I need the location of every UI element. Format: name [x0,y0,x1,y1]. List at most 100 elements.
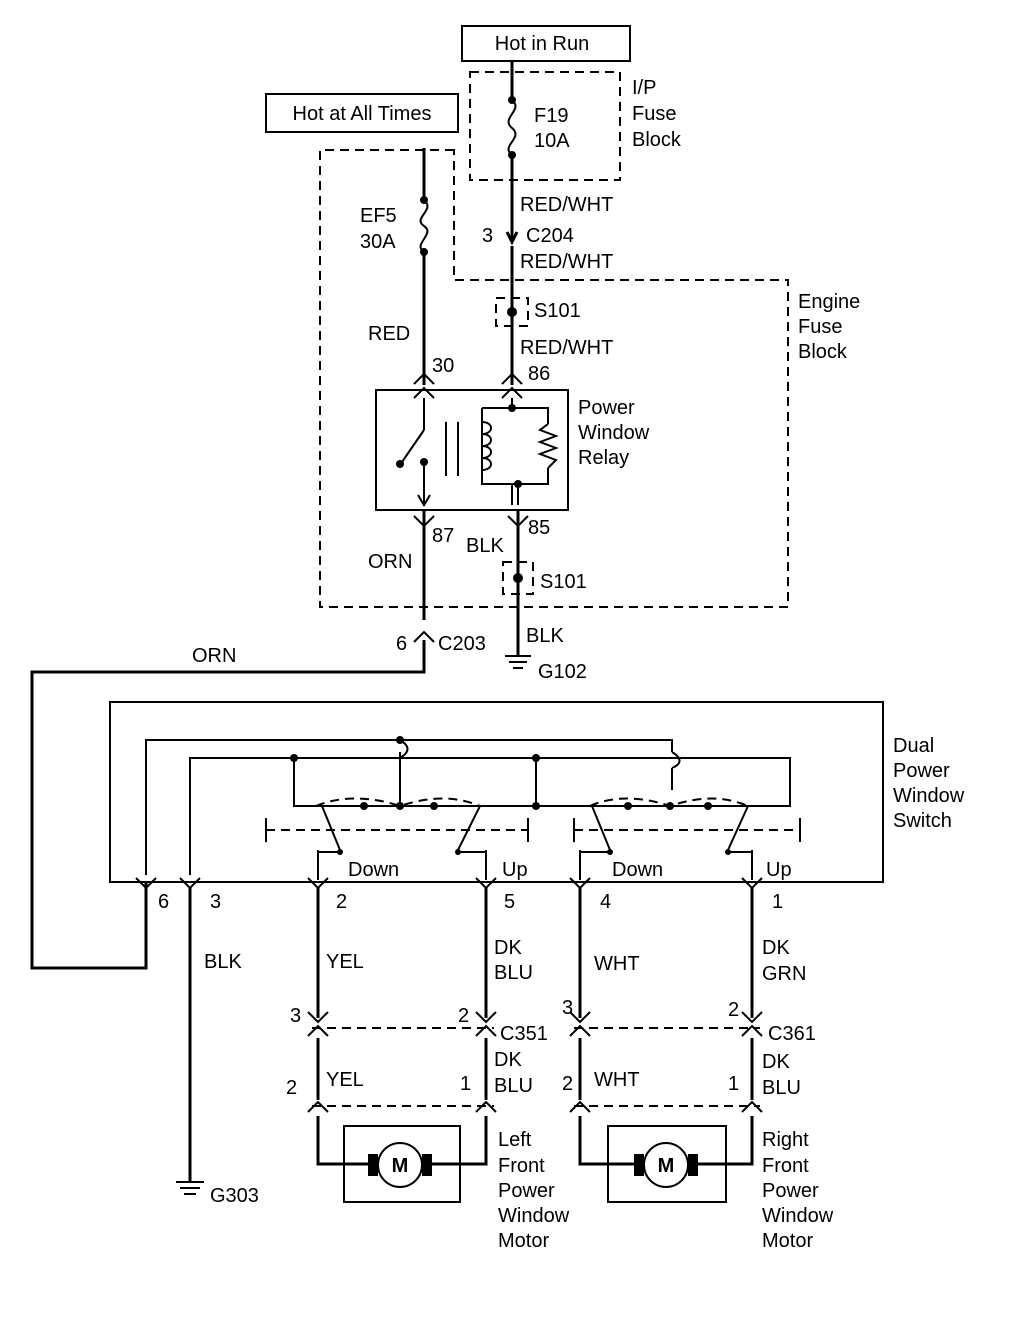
ip-fuse-block-label-1: I/P [632,77,656,99]
power-window-relay-box [375,389,569,511]
s101-bottom-label: S101 [540,571,587,593]
hot-in-run-label: Hot in Run [495,33,590,55]
relay-pin-85: 85 [528,517,550,539]
ip-fuse-block-label-2: Fuse [632,103,676,125]
wire-dkgrn-b: GRN [762,963,806,985]
left-motor-label-5: Motor [498,1230,549,1252]
wire-blk-1: BLK [466,535,504,557]
right-motor-label-2: Front [762,1155,809,1177]
wire-red: RED [368,323,410,345]
switch-label-3: Window [893,785,965,807]
orn-wire [30,510,426,970]
right-wht-wire [578,888,634,1166]
wire-dkblu-2a: DK [494,1049,522,1071]
left-motor-brush-r [422,1154,432,1176]
f19-rating: 10A [534,130,570,152]
c351-pin-3: 3 [290,1005,301,1027]
right-motor-label-5: Motor [762,1230,813,1252]
switch-contact-up-right [727,805,753,880]
switch-pin-5: 5 [504,891,515,913]
left-motor-label-1: Left [498,1129,532,1151]
left-motor-pin-2: 2 [286,1077,297,1099]
right-motor-pin-2: 2 [562,1073,573,1095]
wire-blk-3: BLK [204,951,242,973]
left-motor-label-2: Front [498,1155,545,1177]
g102-label: G102 [538,661,587,683]
switch-up-left: Up [502,859,528,881]
switch-linkage-left [266,797,528,831]
wire-yel-2: YEL [326,1069,364,1091]
switch-contact-down-right [579,805,611,880]
switch-linkage-right [574,797,800,831]
relay-pin-86: 86 [528,363,550,385]
c204-pin: 3 [482,225,493,247]
switch-label-4: Switch [893,810,952,832]
hot-at-all-times-label: Hot at All Times [293,103,432,125]
relay-label-3: Relay [578,447,629,469]
wire-red-wht-3: RED/WHT [520,337,613,359]
dual-power-window-switch-box [109,701,884,883]
wire-red-wht-2: RED/WHT [520,251,613,273]
c361-pin-3: 3 [562,997,573,1019]
wire-red-wht-1: RED/WHT [520,194,613,216]
right-motor-box [607,1125,727,1203]
g102-ground-icon [505,655,531,669]
relay-coil-icon [481,421,492,471]
ef5-rating: 30A [360,231,396,253]
switch-end-caps [265,818,801,842]
c203-connector [413,630,435,643]
left-motor-brush-l [368,1154,378,1176]
right-motor-symbol: M [658,1155,675,1177]
right-motor-label-1: Right [762,1129,809,1151]
switch-up-right: Up [766,859,792,881]
ef5-fuse-icon [419,199,429,253]
relay-label-2: Window [578,422,650,444]
left-motor-icon [377,1142,423,1188]
switch-pin-6: 6 [158,891,169,913]
c361-label: C361 [768,1023,816,1045]
wire-dkblu-3b: BLU [762,1077,801,1099]
f19-label: F19 [534,105,568,127]
f19-fuse-wire [505,62,519,385]
switch-label-1: Dual [893,735,934,757]
c361-connectors [569,1011,763,1113]
left-motor-label-4: Window [498,1205,570,1227]
c351-connectors [307,1011,497,1113]
left-yel-wire [316,888,368,1166]
switch-contact-up-left [457,805,487,880]
engine-fuse-block-outline [319,149,789,608]
relay-label-1: Power [578,397,635,419]
c351-pin-2: 2 [458,1005,469,1027]
wire-dkblu-3a: DK [762,1051,790,1073]
switch-pin-3: 3 [210,891,221,913]
right-motor-brush-l [634,1154,644,1176]
left-motor-symbol: M [392,1155,409,1177]
wire-dkgrn-a: DK [762,937,790,959]
s101-top-box [495,297,529,327]
relay-resistor-icon [537,423,559,469]
s101-top-label: S101 [534,300,581,322]
switch-pin-4: 4 [600,891,611,913]
wire-dkblu-1b: BLU [494,962,533,984]
s101-bottom-box [502,561,534,595]
left-motor-label-3: Power [498,1180,555,1202]
c361-outline [574,1027,760,1107]
right-motor-label-4: Window [762,1205,834,1227]
right-motor-label-3: Power [762,1180,819,1202]
switch-pin-2: 2 [336,891,347,913]
right-motor-brush-r [688,1154,698,1176]
engine-fuse-block-label-1: Engine [798,291,860,313]
ef5-label: EF5 [360,205,397,227]
switch-pin-1: 1 [772,891,783,913]
relay-pin-30-connector [413,372,435,399]
wire-yel-1: YEL [326,951,364,973]
g303-ground-icon [176,1181,204,1195]
right-dkgrn-dkblu-wire [696,888,754,1166]
engine-fuse-block-label-3: Block [798,341,848,363]
relay-pin-86-connector [501,372,523,399]
c203-label: C203 [438,633,486,655]
switch-feed-blk [189,752,791,875]
left-dkblu-wire [432,888,488,1166]
relay-pin-87-connector [413,515,435,528]
wire-wht-1: WHT [594,953,640,975]
